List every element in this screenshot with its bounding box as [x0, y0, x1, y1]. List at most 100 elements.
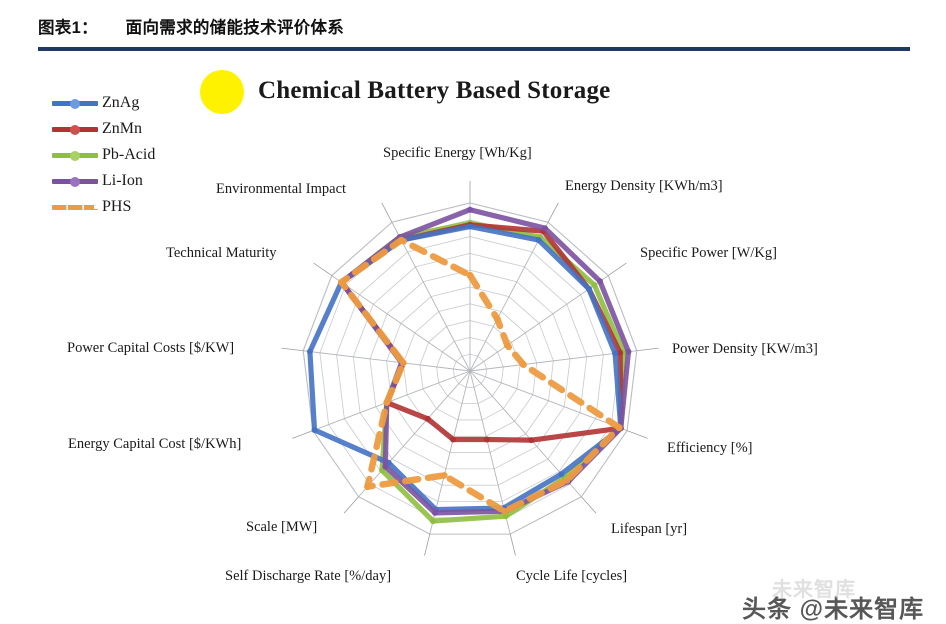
radar-spoke	[312, 370, 471, 431]
radar-point	[615, 424, 623, 431]
radar-axis-spokes	[303, 203, 637, 535]
radar-point	[397, 236, 405, 244]
axis-label-scale: Scale [MW]	[246, 519, 318, 535]
legend-item-znag[interactable]: ZnAg	[52, 90, 155, 116]
legend-swatch-znmn	[52, 122, 98, 136]
radar-point	[399, 359, 407, 367]
axis-label-power-density: Power Density [KW/m3]	[672, 341, 818, 357]
legend-item-phs[interactable]: PHS	[52, 194, 155, 220]
axis-label-technical-maturity: Technical Maturity	[166, 245, 277, 261]
watermark: 未来智库 头条 @未来智库	[742, 579, 924, 624]
radar-leader-line	[292, 430, 314, 439]
legend-item-li-ion[interactable]: Li-Ion	[52, 168, 155, 194]
radar-point	[591, 282, 598, 289]
radar-point	[483, 436, 490, 443]
axis-label-specific-energy: Specific Energy [Wh/Kg]	[383, 145, 532, 161]
radar-point	[519, 361, 527, 368]
radar-point	[558, 471, 565, 478]
radar-leader-line	[608, 262, 627, 276]
radar-point	[541, 225, 548, 232]
radar-ring	[386, 286, 554, 453]
radar-point	[430, 518, 437, 525]
radar-leader-line	[281, 347, 304, 352]
radar-ring	[302, 202, 638, 535]
yellow-marker-icon	[200, 70, 244, 114]
radar-point	[612, 350, 619, 357]
radar-point	[466, 271, 474, 279]
header-divider	[38, 47, 910, 51]
radar-point	[383, 399, 391, 406]
radar-point	[467, 223, 473, 230]
axis-label-lifespan: Lifespan [yr]	[611, 521, 688, 537]
chart-container: Chemical Battery Based Storage ZnAg ZnMn	[0, 55, 946, 623]
legend-swatch-znag	[52, 96, 98, 110]
figure-header: 图表1： 面向需求的储能技术评价体系	[38, 14, 908, 38]
axis-label-energy-density: Energy Density [KWh/m3]	[565, 178, 723, 194]
axis-label-environmental-impact: Environmental Impact	[216, 181, 347, 197]
radar-series-pb-acid	[338, 220, 627, 524]
axis-label-efficiency: Efficiency [%]	[667, 440, 753, 456]
axis-label-cycle-life: Cycle Life [cycles]	[516, 568, 628, 584]
chart-legend: ZnAg ZnMn Pb-Acid	[52, 90, 155, 220]
radar-leader-line	[626, 430, 648, 439]
radar-ring	[402, 303, 538, 437]
radar-spoke	[303, 350, 471, 372]
radar-gridlines	[302, 202, 638, 535]
radar-spoke	[331, 275, 471, 372]
legend-label-phs: PHS	[102, 198, 132, 215]
radar-leader-line	[424, 534, 431, 556]
radar-spoke	[469, 275, 609, 372]
radar-leader-line	[636, 347, 659, 352]
radar-point	[501, 507, 508, 515]
radar-point	[563, 477, 571, 484]
radar-point	[502, 513, 509, 520]
radar-point	[432, 509, 439, 516]
radar-point	[364, 483, 371, 491]
legend-swatch-li-ion	[52, 174, 98, 188]
screenshot-root: 图表1： 面向需求的储能技术评价体系 Chemical Battery Base…	[0, 14, 946, 623]
radar-spoke	[469, 350, 637, 372]
radar-point	[382, 463, 389, 470]
axis-label-self-discharge-rate: Self Discharge Rate [%/day]	[225, 568, 392, 584]
radar-point	[311, 426, 318, 433]
legend-label-znmn: ZnMn	[102, 120, 142, 137]
chart-title: Chemical Battery Based Storage	[258, 77, 611, 104]
legend-swatch-phs	[52, 200, 98, 214]
radar-ring	[436, 336, 504, 405]
radar-leader-line	[581, 496, 597, 514]
radar-point	[625, 348, 632, 355]
legend-item-pb-acid[interactable]: Pb-Acid	[52, 142, 155, 168]
axis-label-energy-capital-cost: Energy Capital Cost [$/KWh]	[68, 436, 242, 452]
radar-point	[493, 315, 501, 323]
radar-chart	[281, 181, 659, 556]
radar-point	[596, 278, 603, 285]
radar-point	[585, 285, 592, 292]
radar-leader-line	[381, 202, 393, 223]
radar-point	[450, 436, 457, 443]
legend-swatch-pb-acid	[52, 148, 98, 162]
radar-point	[306, 348, 313, 355]
radar-point	[338, 278, 345, 286]
radar-spoke	[469, 370, 628, 431]
radar-leader-line	[547, 202, 559, 223]
radar-point	[503, 341, 511, 349]
radar-point	[440, 472, 448, 479]
radar-series-znag	[307, 223, 624, 513]
radar-series-phs	[338, 236, 623, 515]
legend-label-pb-acid: Pb-Acid	[102, 146, 156, 163]
radar-spoke	[391, 222, 471, 372]
legend-label-li-ion: Li-Ion	[102, 172, 143, 189]
radar-series-group	[306, 206, 632, 525]
legend-label-znag: ZnAg	[102, 94, 140, 111]
radar-ring	[452, 353, 488, 388]
axis-label-power-capital-costs: Power Capital Costs [$/KW]	[67, 340, 235, 356]
radar-point	[617, 349, 624, 356]
radar-leader-line	[509, 534, 516, 556]
legend-item-znmn[interactable]: ZnMn	[52, 116, 155, 142]
watermark-ghost: 未来智库	[772, 579, 856, 601]
radar-ring	[352, 252, 588, 486]
axis-label-specific-power: Specific Power [W/Kg]	[640, 245, 777, 261]
radar-leader-line	[313, 262, 332, 276]
page-title: 图表1： 面向需求的储能技术评价体系	[38, 14, 908, 38]
radar-spoke	[469, 222, 549, 372]
